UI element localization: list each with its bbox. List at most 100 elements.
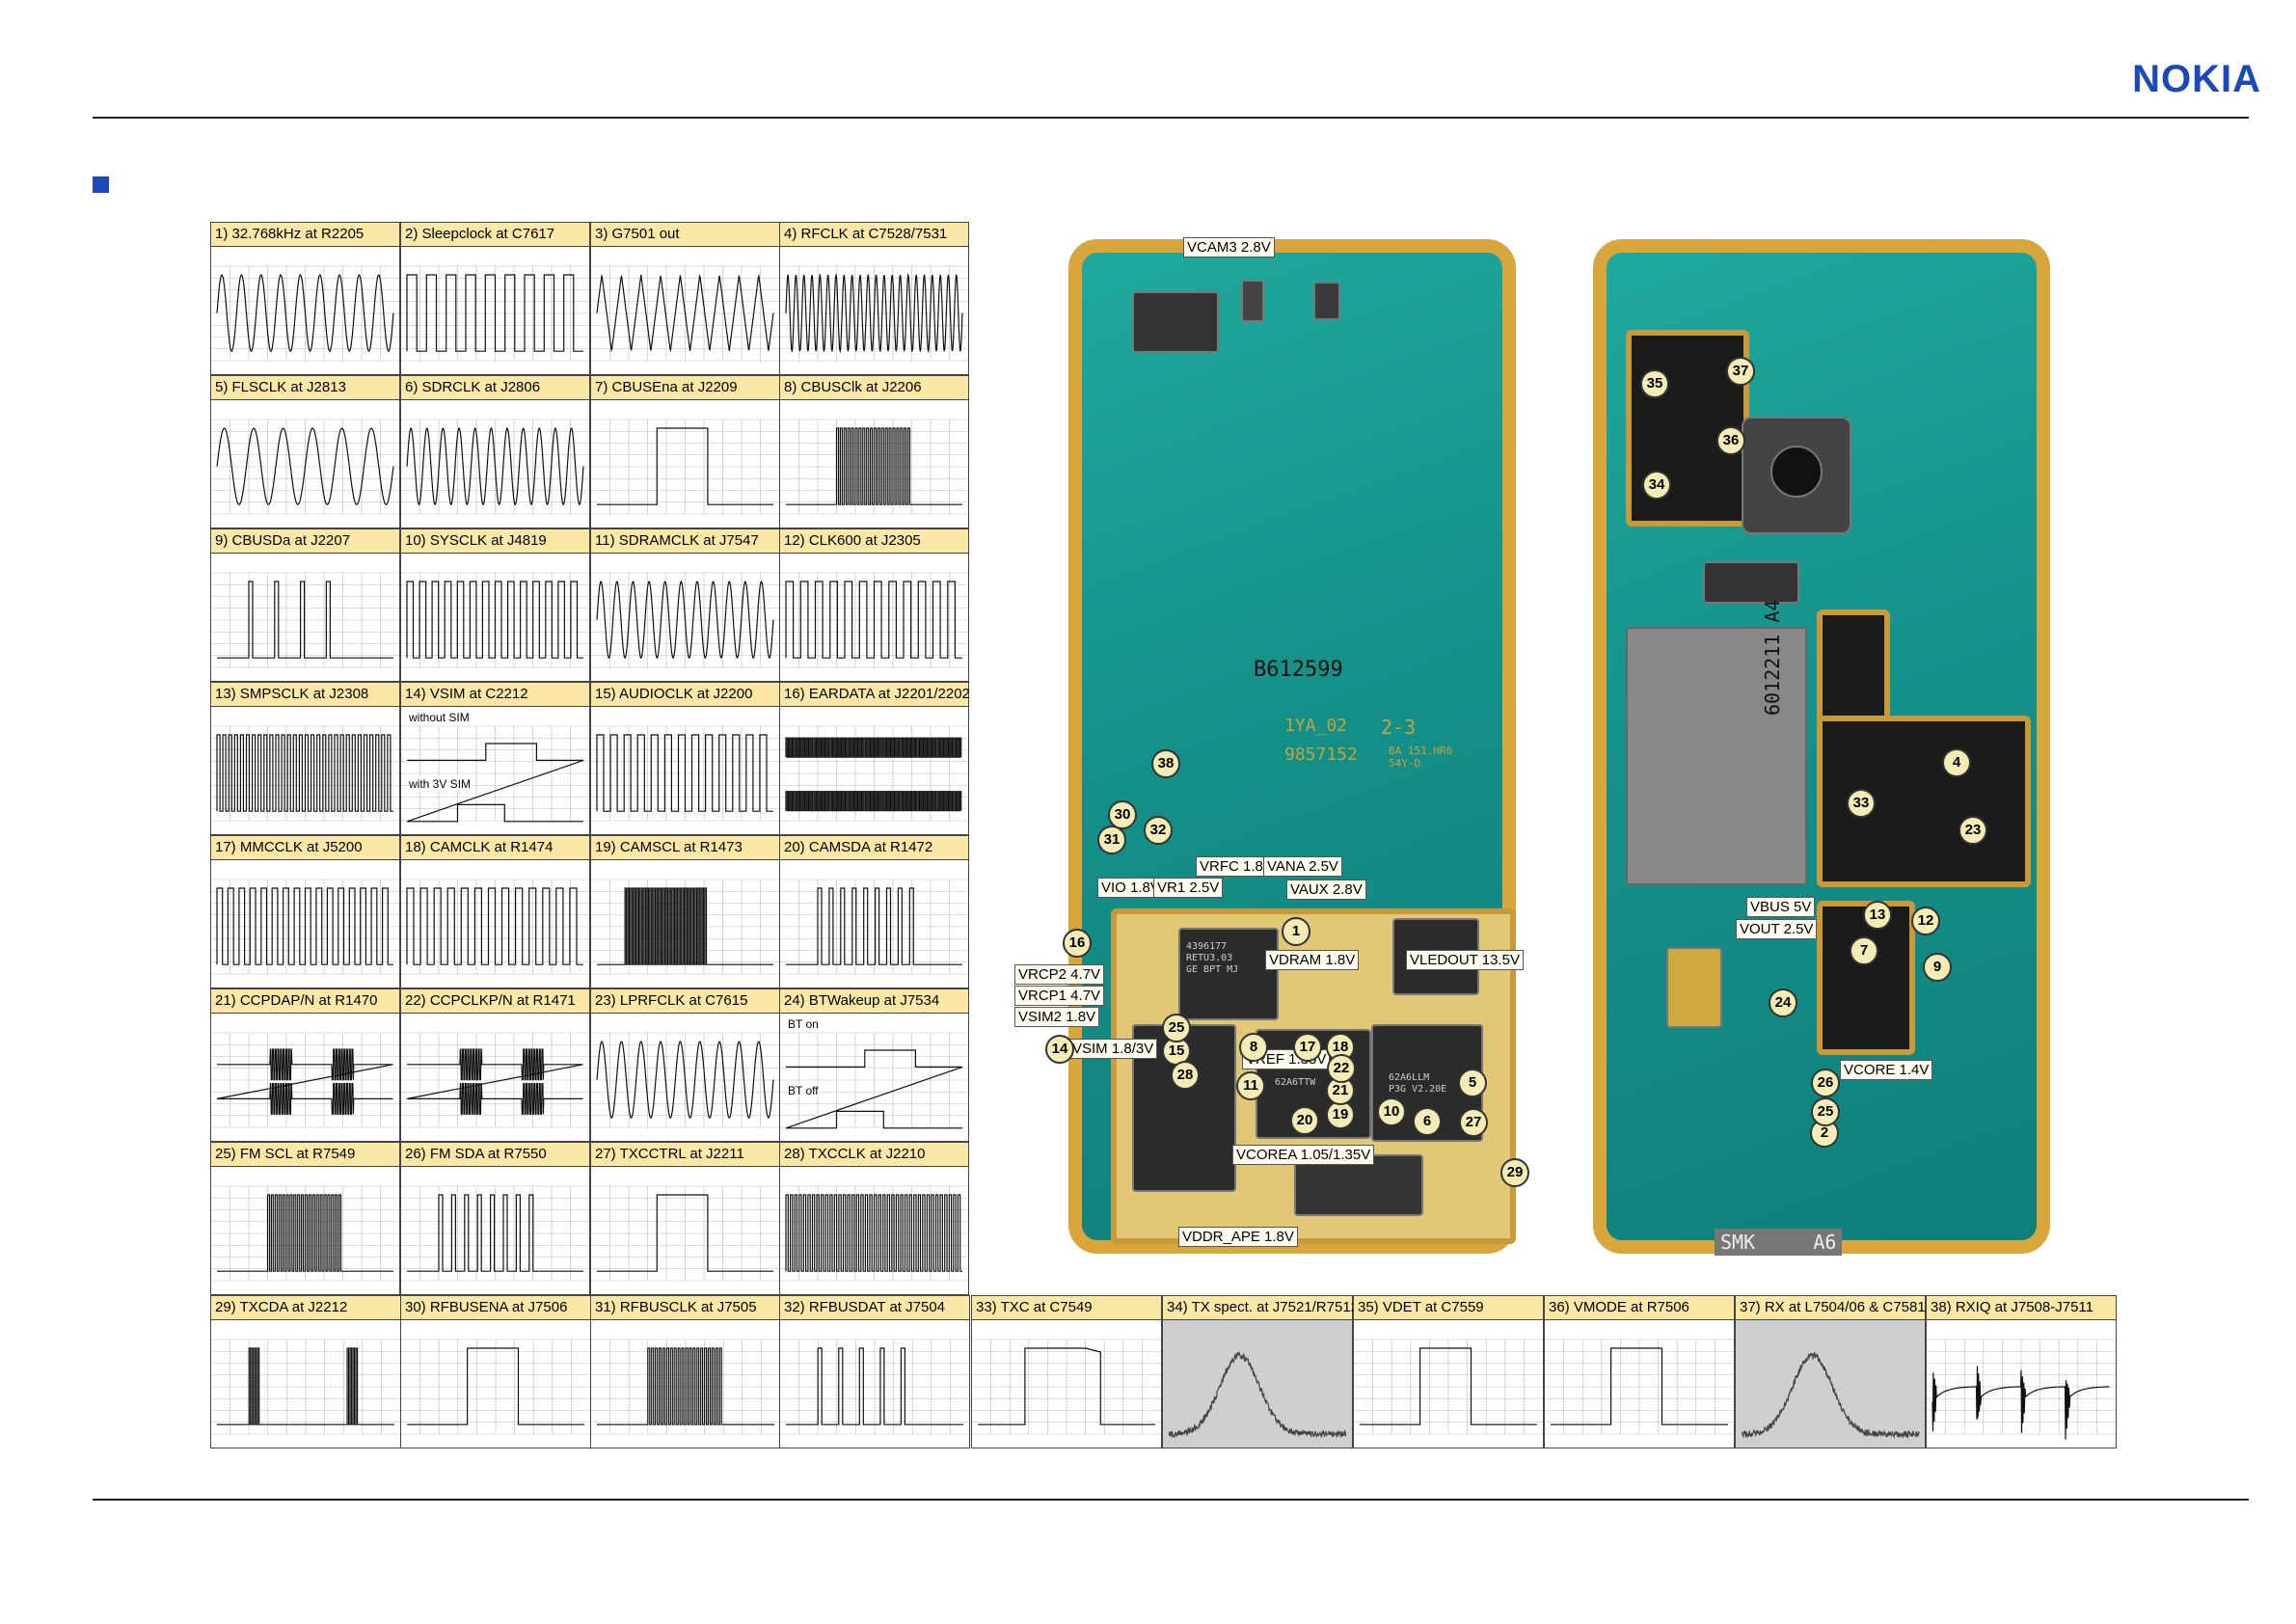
waveform-trace <box>217 1347 394 1425</box>
nokia-logo: NOKIA <box>2132 58 2261 100</box>
voltage-label: VRCP1 4.7V <box>1014 986 1105 1006</box>
waveform-trace <box>216 427 394 505</box>
waveform-title: 5) FLSCLK at J2813 <box>211 376 399 400</box>
waveform-cell: 21) CCPDAP/N at R1470 <box>210 988 400 1142</box>
measurement-point-marker: 35 <box>1640 369 1669 398</box>
waveform-cell: 23) LPRFCLK at C7615 <box>590 988 780 1142</box>
waveform-plot <box>780 860 968 988</box>
voltage-label: VSIM 1.8/3V <box>1068 1039 1158 1059</box>
waveform-plot <box>591 400 779 528</box>
waveform-trace <box>786 427 962 505</box>
measurement-point-marker: 11 <box>1236 1071 1265 1100</box>
voltage-label: VIO 1.8V <box>1097 878 1164 898</box>
voltage-label: VCAM3 2.8V <box>1183 237 1275 257</box>
measurement-point-marker: 17 <box>1293 1033 1322 1062</box>
measurement-point-marker: 28 <box>1171 1061 1200 1090</box>
voltage-label: VANA 2.5V <box>1263 856 1342 877</box>
waveform-plot <box>1354 1320 1543 1448</box>
waveform-trace <box>406 581 583 659</box>
waveform-title: 17) MMCCLK at J5200 <box>211 836 399 860</box>
waveform-cell: 28) TXCCLK at J2210 <box>779 1142 969 1295</box>
waveform-cell: 7) CBUSEna at J2209 <box>590 375 780 528</box>
waveform-cell: 16) EARDATA at J2201/2202 <box>779 682 970 835</box>
board-rev-label: 2-3 <box>1381 716 1417 739</box>
waveform-trace <box>785 1049 963 1129</box>
measurement-point-marker: 14 <box>1045 1035 1074 1064</box>
measurement-point-marker: 27 <box>1459 1108 1488 1137</box>
waveform-cell: 22) CCPCLKP/N at R1471 <box>400 988 590 1142</box>
waveform-cell: 19) CAMSCL at R1473 <box>590 835 780 988</box>
shield <box>1817 901 1915 1055</box>
waveform-title: 14) VSIM at C2212 <box>401 683 589 707</box>
voltage-label: VAUX 2.8V <box>1286 880 1366 900</box>
waveform-title: 18) CAMCLK at R1474 <box>401 836 589 860</box>
waveform-plot <box>211 860 399 988</box>
waveform-plot <box>401 1320 590 1448</box>
waveform-title: 32) RFBUSDAT at J7504 <box>780 1296 969 1320</box>
waveform-plot <box>591 554 779 681</box>
waveform-title: 21) CCPDAP/N at R1470 <box>211 989 399 1014</box>
waveform-title: 34) TX spect. at J7521/R7512 <box>1163 1296 1359 1320</box>
waveform-trace <box>786 887 962 965</box>
measurement-point-marker: 5 <box>1458 1069 1487 1097</box>
waveform-cell: 11) SDRAMCLK at J7547 <box>590 528 780 682</box>
board2-conn-label: SMK A6 <box>1715 1229 1843 1256</box>
waveform-trace <box>217 1194 393 1272</box>
bottom-rule <box>93 1499 2249 1501</box>
waveform-trace <box>597 1194 773 1272</box>
waveform-title: 24) BTWakeup at J7534 <box>780 989 968 1014</box>
waveform-title: 4) RFCLK at C7528/7531 <box>780 223 968 247</box>
waveform-cell: 31) RFBUSCLK at J7505 <box>590 1295 781 1448</box>
waveform-plot <box>780 707 968 834</box>
measurement-point-marker: 29 <box>1500 1158 1529 1187</box>
voltage-label: VLEDOUT 13.5V <box>1406 950 1524 970</box>
connector <box>1132 291 1219 353</box>
waveform-plot <box>780 400 968 528</box>
voltage-label: VR1 2.5V <box>1153 878 1224 898</box>
voltage-label: VDDR_APE 1.8V <box>1178 1227 1298 1247</box>
waveform-trace <box>597 887 773 965</box>
waveform-plot <box>591 247 779 374</box>
measurement-point-marker: 16 <box>1063 929 1092 958</box>
processor-chip <box>1178 928 1279 1020</box>
voltage-label: VCORE 1.4V <box>1840 1060 1933 1080</box>
waveform-trace <box>1551 1347 1728 1425</box>
waveform-trace <box>596 1041 774 1120</box>
top-rule <box>93 117 2249 119</box>
waveform-trace <box>216 887 393 965</box>
sim-holder <box>1626 627 1807 885</box>
waveform-plot <box>211 400 399 528</box>
waveform-plot <box>591 860 779 988</box>
waveform-title: 30) RFBUSENA at J7506 <box>401 1296 590 1320</box>
waveform-plot <box>211 1320 400 1448</box>
bt-condition-label: BT off <box>788 1083 819 1097</box>
sim-condition-label: with 3V SIM <box>409 776 472 791</box>
waveform-plot <box>591 707 779 834</box>
waveform-title: 10) SYSCLK at J4819 <box>401 529 589 554</box>
board-misc-label: BA 151.HR6 54Y-D <box>1389 744 1453 770</box>
pcb-top-side: B612599 1YA_02 9857152 2-3 BA 151.HR6 54… <box>1068 239 1516 1254</box>
measurement-point-marker: 9 <box>1923 953 1952 982</box>
waveform-title: 23) LPRFCLK at C7615 <box>591 989 779 1014</box>
waveform-title: 9) CBUSDa at J2207 <box>211 529 399 554</box>
voltage-label: VOUT 2.5V <box>1736 919 1818 939</box>
voltage-label: VBUS 5V <box>1746 897 1816 917</box>
waveform-plot <box>591 1014 779 1141</box>
waveform-plot <box>401 860 589 988</box>
voltage-label: VRCP2 4.7V <box>1014 964 1105 985</box>
measurement-point-marker: 10 <box>1377 1097 1406 1126</box>
measurement-point-marker: 8 <box>1239 1033 1268 1062</box>
waveform-cell: 9) CBUSDa at J2207 <box>210 528 400 682</box>
waveform-plot <box>401 1167 589 1294</box>
battery-connector <box>1703 561 1799 604</box>
measurement-point-marker: 30 <box>1108 800 1137 829</box>
waveform-title: 16) EARDATA at J2201/2202 <box>780 683 970 707</box>
voltage-label: VSIM2 1.8V <box>1014 1007 1100 1027</box>
sim-contacts <box>1666 947 1722 1028</box>
waveform-cell: 33) TXC at C7549 <box>971 1295 1162 1448</box>
waveform-cell: 3) G7501 out <box>590 222 780 375</box>
